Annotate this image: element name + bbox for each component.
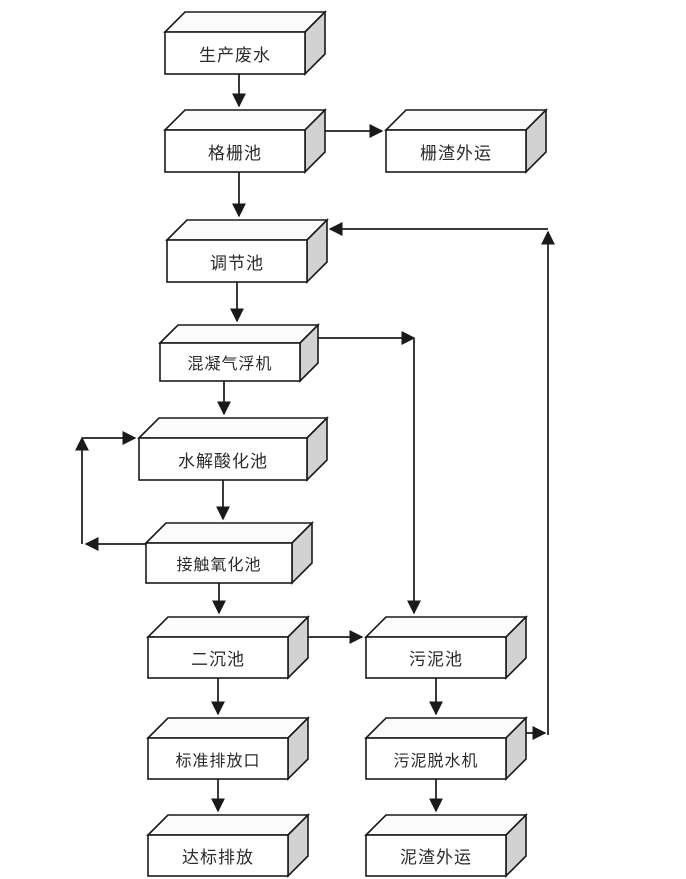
node-label: 水解酸化池 [178, 451, 268, 472]
node-adjustment-tank[interactable]: 调节池 [165, 218, 329, 284]
node-label: 调节池 [210, 253, 264, 274]
node-sludge-tank[interactable]: 污泥池 [364, 615, 528, 680]
box-front-face [164, 129, 306, 173]
node-coagulation-flotation-machine[interactable]: 混凝气浮机 [158, 323, 320, 383]
box-front-face [365, 834, 507, 877]
node-label: 接触氧化池 [176, 555, 262, 574]
node-label: 污泥脱水机 [393, 750, 479, 770]
node-grille-tank[interactable]: 格栅池 [163, 108, 327, 174]
box-front-face [385, 129, 527, 173]
box-top-face [137, 417, 329, 439]
node-production-wastewater[interactable]: 生产废水 [163, 10, 327, 76]
node-label: 混凝气浮机 [187, 354, 273, 373]
box-front-face [159, 342, 301, 382]
box-top-face [364, 717, 528, 739]
node-label: 达标排放 [182, 848, 254, 868]
box-front-face [147, 834, 289, 877]
node-label: 污泥池 [409, 650, 463, 670]
node-label: 二沉池 [191, 650, 245, 670]
node-sludge-dewatering-machine[interactable]: 污泥脱水机 [364, 716, 528, 781]
box-top-face [163, 11, 327, 33]
box-front-face [145, 542, 293, 584]
box-top-face [163, 109, 327, 131]
box-front-face [365, 636, 507, 679]
box-front-face [147, 737, 289, 780]
box-top-face [364, 616, 528, 638]
box-top-face [165, 219, 329, 241]
box-front-face [164, 31, 306, 75]
box-top-face [144, 522, 314, 544]
node-label: 标准排放口 [175, 750, 261, 770]
node-label: 生产废水 [199, 45, 271, 66]
box-front-face [147, 636, 289, 679]
box-top-face [146, 814, 310, 836]
node-secondary-sedimentation-tank[interactable]: 二沉池 [146, 615, 310, 680]
node-label: 格栅池 [208, 143, 262, 164]
node-screen-residue-transport[interactable]: 栅渣外运 [384, 108, 548, 174]
box-top-face [146, 717, 310, 739]
node-compliant-discharge[interactable]: 达标排放 [146, 813, 310, 878]
box-top-face [158, 324, 320, 344]
box-front-face [365, 737, 507, 780]
node-contact-oxidation-tank[interactable]: 接触氧化池 [144, 521, 314, 585]
node-hydrolysis-acidification-tank[interactable]: 水解酸化池 [137, 416, 329, 482]
node-label: 栅渣外运 [420, 143, 492, 164]
box-front-face [138, 437, 308, 481]
node-sludge-residue-transport[interactable]: 泥渣外运 [364, 813, 528, 878]
box-front-face [166, 239, 308, 283]
box-top-face [384, 109, 548, 131]
node-standard-discharge-outlet[interactable]: 标准排放口 [146, 716, 310, 781]
node-label: 泥渣外运 [400, 848, 472, 868]
box-top-face [146, 616, 310, 638]
box-top-face [364, 814, 528, 836]
